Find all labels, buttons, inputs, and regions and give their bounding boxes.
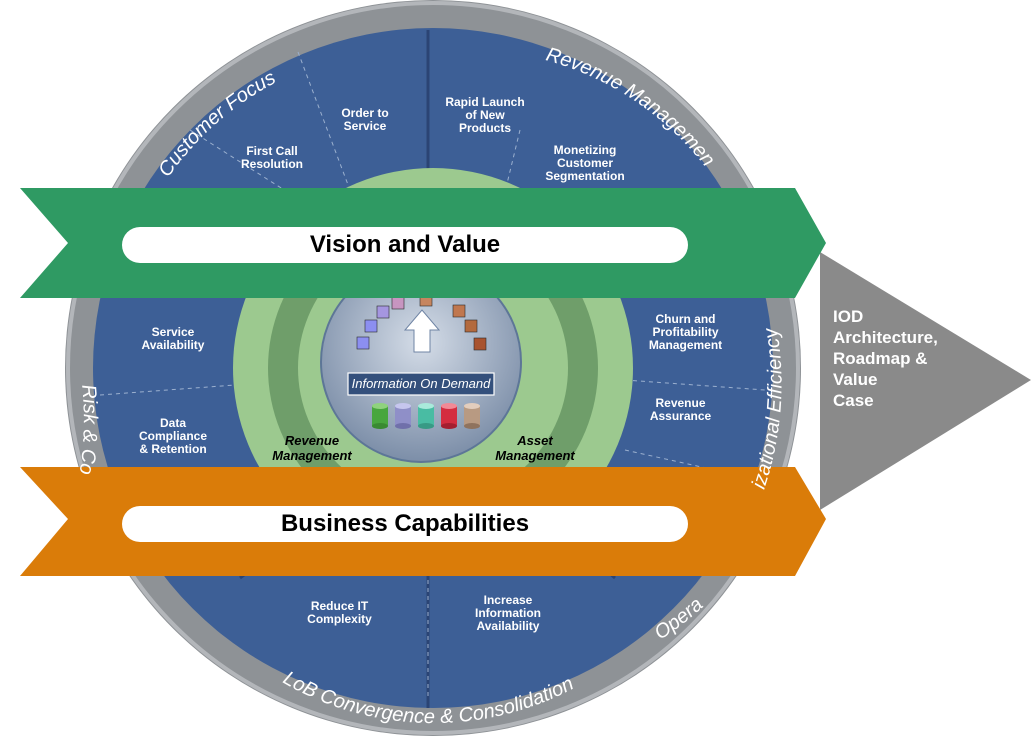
segment-data-compliance: Data Compliance & Retention: [138, 416, 207, 456]
iod-banner-label: Information On Demand: [351, 376, 491, 391]
segment-reduce-it: Reduce IT Complexity: [307, 599, 372, 626]
iod-arrow-shape: [820, 252, 1031, 510]
inner-label-asset-management: Asset Management: [495, 433, 575, 463]
segment-churn: Churn and Profitability Management: [648, 312, 723, 352]
outer-ring-edge: [66, 1, 800, 735]
segment-first-call-resolution: First Call Resolution: [241, 144, 303, 171]
segment-service-availability: Service Availability: [141, 325, 205, 352]
iod-architecture-label: IOD Architecture, Roadmap & Value Case: [833, 307, 938, 410]
business-capabilities-label: Business Capabilities: [122, 506, 688, 542]
inner-label-revenue-management: Revenue Management: [272, 433, 352, 463]
segment-revenue-assurance: Revenue Assurance: [649, 396, 712, 423]
segment-rapid-launch: Rapid Launch of New Products: [445, 95, 525, 135]
segment-monetizing: Monetizing Customer Segmentation: [545, 143, 625, 183]
database-cylinders-icon: [372, 403, 480, 429]
vision-and-value-label: Vision and Value: [122, 227, 688, 263]
iod-banner-shape: [347, 372, 495, 396]
up-arrow-icon: [403, 309, 441, 353]
segment-order-to-service: Order to Service: [341, 106, 389, 133]
segment-increase-information: Increase Information Availability: [475, 593, 541, 633]
